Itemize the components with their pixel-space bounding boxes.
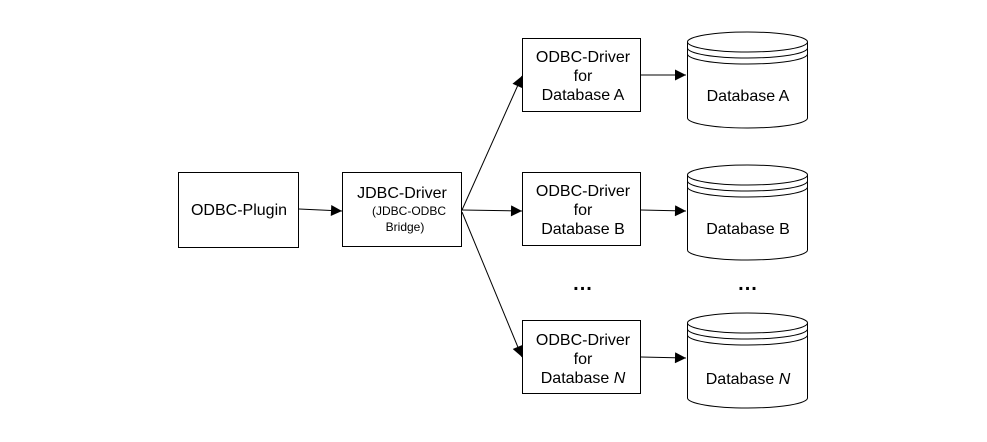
- database-n-label-var: N: [779, 371, 791, 388]
- odbc-driver-n-line2: for: [574, 351, 593, 368]
- jdbc-driver-sublabel-1: (JDBC-ODBC: [372, 204, 446, 218]
- jdbc-driver-label: JDBC-Driver: [357, 185, 447, 202]
- odbc-driver-a-node: ODBC-Driver for Database A: [522, 38, 641, 112]
- odbc-driver-n-line3-var: N: [614, 370, 626, 387]
- odbc-driver-b-line3: Database B: [541, 221, 625, 238]
- jdbc-driver-node: JDBC-Driver (JDBC-ODBC Bridge): [342, 172, 462, 247]
- database-n-label-prefix: Database: [706, 371, 779, 388]
- database-a-cylinder: Database A: [687, 31, 808, 129]
- odbc-driver-a-line1: ODBC-Driver: [536, 49, 631, 66]
- database-n-cylinder: Database N: [687, 312, 808, 409]
- odbc-plugin-node: ODBC-Plugin: [178, 172, 299, 248]
- edge-driver-b-to-db-b: [640, 205, 687, 217]
- odbc-driver-a-line3: Database A: [542, 87, 625, 104]
- drivers-ellipsis: ...: [573, 273, 593, 295]
- edge-driver-n-to-db-n: [640, 352, 687, 364]
- database-b-label: Database B: [706, 221, 790, 238]
- odbc-driver-n-line3-prefix: Database: [541, 370, 614, 387]
- odbc-driver-n-node: ODBC-Driver for Database N: [522, 320, 641, 394]
- edge-jdbc-to-driver-a: [461, 75, 523, 211]
- odbc-driver-a-line2: for: [574, 68, 593, 85]
- odbc-driver-b-line2: for: [574, 202, 593, 219]
- odbc-plugin-label: ODBC-Plugin: [191, 202, 287, 219]
- databases-ellipsis: ...: [738, 273, 758, 295]
- odbc-driver-b-node: ODBC-Driver for Database B: [522, 172, 641, 246]
- odbc-driver-n-line3: Database N: [541, 370, 626, 387]
- jdbc-driver-sublabel-2: Bridge): [386, 220, 425, 234]
- edge-plugin-to-jdbc: [298, 204, 343, 216]
- odbc-driver-b-line1: ODBC-Driver: [536, 183, 631, 200]
- edge-jdbc-to-driver-n: [461, 211, 523, 358]
- odbc-driver-n-line1: ODBC-Driver: [536, 332, 631, 349]
- edge-jdbc-to-driver-b: [461, 205, 523, 217]
- database-b-cylinder: Database B: [687, 164, 808, 261]
- database-a-label: Database A: [707, 88, 790, 105]
- database-n-label: Database N: [706, 371, 791, 388]
